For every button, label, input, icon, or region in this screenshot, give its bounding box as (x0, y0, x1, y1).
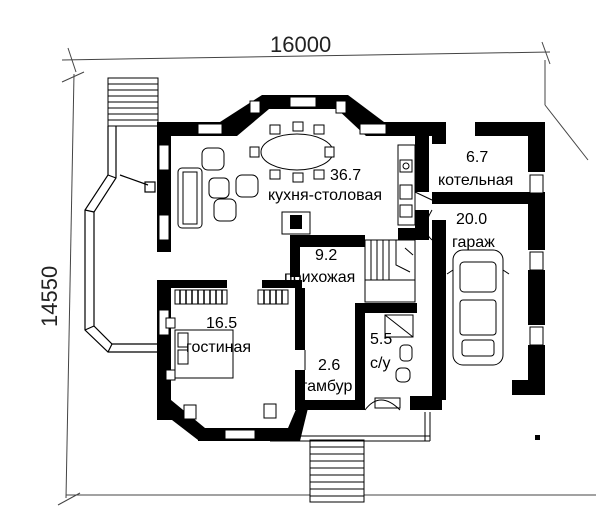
entrance-stairs-bottom (309, 439, 365, 503)
terrace (84, 126, 157, 353)
living-name: гостиная (186, 339, 251, 356)
width-dimension: 16000 (270, 32, 331, 57)
bathroom-fixtures (384, 314, 414, 383)
kitchen-sofa (177, 147, 259, 229)
garage-name: гараж (452, 234, 495, 251)
shelves (174, 289, 289, 305)
bathroom-name: с/у (370, 355, 390, 372)
doors (304, 191, 433, 411)
hall-staircase (364, 239, 416, 303)
hallway-area: 9.2 (315, 247, 337, 264)
fireplace (281, 211, 311, 235)
boiler-area: 6.7 (466, 149, 488, 166)
kitchen-name: кухня-столовая (268, 187, 382, 204)
hallway-name: прихожая (284, 269, 355, 286)
height-dimension: 14550 (37, 266, 62, 327)
car (446, 249, 510, 366)
vestibule-name: тамбур (300, 378, 353, 395)
room-labels: 36.7 кухня-столовая 6.7 котельная 20.0 г… (186, 149, 513, 395)
windows (158, 96, 544, 440)
kitchen-area: 36.7 (330, 167, 361, 184)
kitchen-counter (397, 144, 416, 226)
boiler-name: котельная (438, 172, 513, 189)
entrance-stairs-left (107, 77, 159, 127)
dining-table (249, 121, 335, 183)
bathroom-area: 5.5 (370, 331, 392, 348)
living-area: 16.5 (206, 315, 237, 332)
garage-area: 20.0 (456, 211, 487, 228)
vestibule-area: 2.6 (318, 357, 340, 374)
bed (165, 317, 234, 381)
